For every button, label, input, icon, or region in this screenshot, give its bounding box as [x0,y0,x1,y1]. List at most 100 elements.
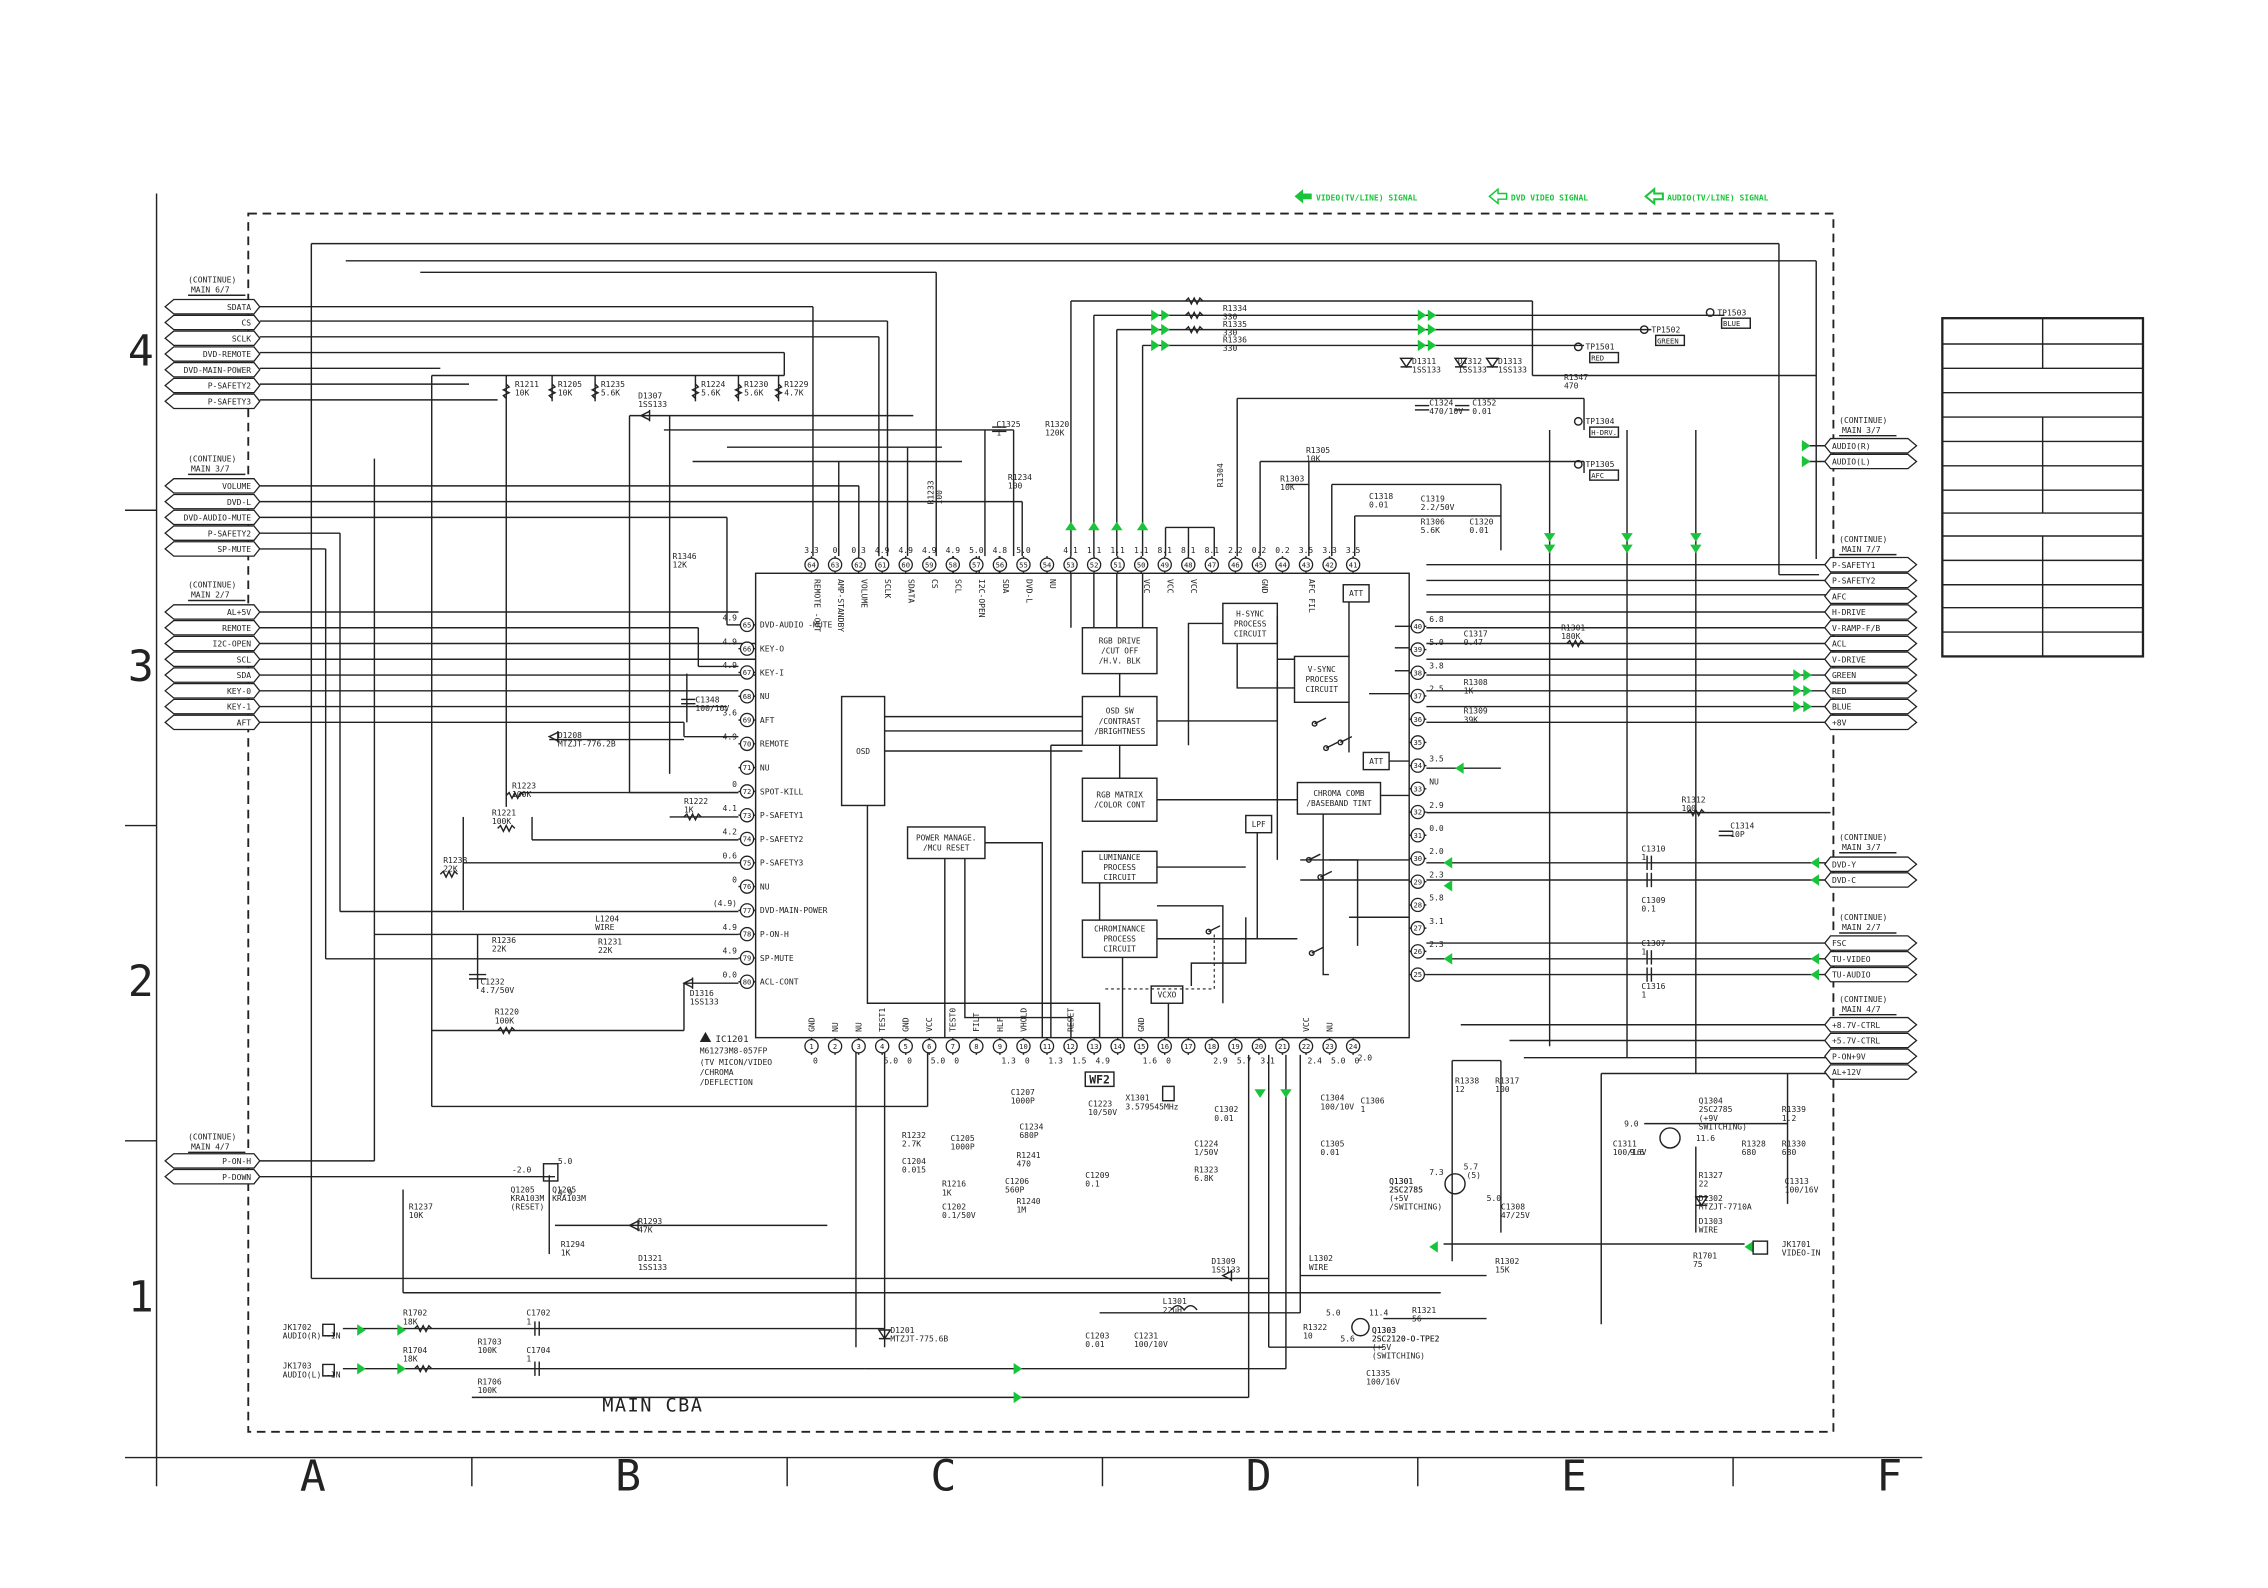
ic-pin-number: 4 [880,1042,884,1051]
ic-pin-voltage: 1.3 [1001,1056,1016,1065]
part-ref: R1232 [902,1131,926,1140]
ruler: 4 3 2 1 A B C D E F [125,193,1923,1502]
ic-block-text: /BASEBAND TINT [1306,799,1371,808]
test-point-id: TP1305 [1585,460,1614,469]
part-value: 100 [1495,1085,1510,1094]
part-ref: R1323 [1194,1165,1218,1174]
part-value: 100K [492,817,511,826]
part-value: 470 [1016,1160,1031,1169]
connector-pin-label: P-DOWN [222,1173,251,1182]
connector-pin [164,667,261,683]
ic-pin-name: NU [1048,579,1057,589]
ic-pin-right: 322.9 [1409,801,1444,820]
part-ref: C1202 [942,1203,966,1212]
ic-pin-number: 59 [925,561,934,570]
part-value: 22K [598,946,613,955]
part-ref: C1335 [1366,1369,1390,1378]
connector-pin-label: KEY-1 [227,703,251,712]
part-ref: C1311 [1613,1140,1637,1149]
part-value: 1 [526,1317,531,1326]
connector-pin [164,478,261,494]
connector-header: (CONTINUE) [1839,833,1887,842]
part-value: 1K [684,806,694,815]
part-ref: D1302 [1699,1194,1723,1203]
ic-pin-number: 11 [1043,1042,1052,1051]
ic-pin-number: 45 [1255,561,1264,570]
ic-block-text: /CUT OFF [1101,647,1139,656]
ic-pin-bottom: 182.9 [1204,1037,1228,1065]
part-value: WIRE [1309,1263,1328,1272]
transistor-caption: 2SC2785 [1389,1185,1423,1194]
ic-pin-number: 52 [1090,561,1099,570]
ic-pin-number: 66 [743,644,752,653]
part-value: 1SS133 [1412,366,1441,375]
connector-header: MAIN 4/7 [191,1142,230,1151]
part-value: 470 [1564,381,1579,390]
part-ref: R1701 [1693,1251,1717,1260]
ic-pin-name: SDA [1001,579,1010,594]
legend-video: VIDEO(TV/LINE) SIGNAL [1316,194,1418,203]
part-ref: R1335 [1223,320,1247,329]
ic-pin-voltage: 4.9 [723,923,738,932]
connector-pin-label: P-SAFETY1 [1832,561,1876,570]
connector-pin-label: AL+5V [227,608,251,617]
ic-pin-voltage: 4.9 [922,546,937,555]
connector-pin-label: DVD-C [1832,876,1856,885]
ic-pin-voltage: 3.3 [1322,546,1337,555]
ic-pin-number: 80 [743,977,752,986]
transistor-caption: (+9V [1699,1114,1718,1123]
ic-pin-name: P-SAFETY2 [760,835,804,844]
part-ref: C1304 [1320,1094,1344,1103]
part-value: 100K [478,1386,497,1395]
connector-main27: (CONTINUE)MAIN 2/7AL+5VREMOTEI2C-OPENSCL… [164,581,261,731]
ic-pin-bottom: 14 [1110,1037,1125,1055]
test-point-label: BLUE [1723,319,1740,328]
ic-pin-number: 29 [1413,877,1422,886]
part-value: 100/16V [1366,1377,1400,1386]
connector-header: MAIN 4/7 [1842,1005,1881,1014]
connector-pin-label: H-DRIVE [1832,608,1866,617]
ic-desc: /CHROMA [700,1068,734,1077]
part-value: 2SC2785 [1389,1185,1423,1194]
board-label: MAIN CBA [602,1396,703,1417]
connector-pin-label: GREEN [1832,671,1856,680]
part-value: 1 [526,1355,531,1364]
part-value: 5.6K [701,389,720,398]
connector-pin-label: SCLK [232,334,251,343]
ic-pin-voltage: 8.1 [1158,546,1173,555]
part-value: 18K [403,1355,418,1364]
part-value: 1K [942,1188,952,1197]
part-ref: C1317 [1464,629,1488,638]
ic-pin-number: 32 [1413,808,1422,817]
ic-pin-name: GND [807,1017,816,1032]
part-ref: R1308 [1464,678,1488,687]
transistor-caption: (SWITCHING) [1372,1352,1425,1361]
connector-pin [164,604,261,620]
transistor-caption: (+5V [1389,1194,1408,1203]
voltage-reading: 11.6 [1696,1134,1715,1143]
connector-pin [1823,1016,1918,1033]
